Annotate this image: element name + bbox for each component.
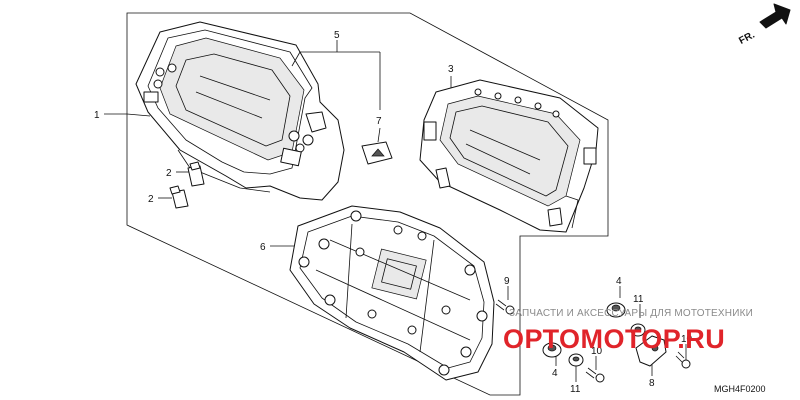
callout-4-right: 4 bbox=[616, 276, 622, 287]
watermark-tagline: ЗАПЧАСТИ И АКСЕССУАРЫ ДЛЯ МОТОТЕХНИКИ bbox=[509, 308, 753, 319]
grommet-4-left bbox=[542, 342, 562, 358]
callout-1: 1 bbox=[94, 110, 100, 121]
meter-lcd-unit bbox=[419, 79, 599, 233]
callout-5: 5 bbox=[334, 30, 340, 41]
leader-lines bbox=[104, 40, 687, 382]
screw-10-right bbox=[675, 351, 691, 369]
meter-lower-case bbox=[289, 205, 495, 381]
callout-10-right: 10 bbox=[681, 334, 693, 345]
screw-10-left bbox=[585, 367, 605, 383]
callout-10-left: 10 bbox=[591, 346, 603, 357]
meter-upper-case bbox=[135, 21, 345, 201]
watermark-brand: ОРТОМОТОР.RU bbox=[503, 324, 725, 354]
bulb-socket-lower bbox=[169, 185, 189, 209]
front-direction-arrow-icon bbox=[759, 3, 791, 29]
orientation-label: FR. bbox=[737, 29, 757, 46]
collar-11-right bbox=[630, 323, 646, 337]
callout-7: 7 bbox=[376, 116, 382, 127]
indicator-lens bbox=[361, 141, 393, 165]
callout-9: 9 bbox=[504, 276, 510, 287]
callout-3: 3 bbox=[448, 64, 454, 75]
callout-11-right: 11 bbox=[633, 294, 644, 305]
callout-4-left: 4 bbox=[552, 368, 558, 379]
callout-2-lower: 2 bbox=[148, 194, 154, 205]
assembly-boundary bbox=[126, 12, 609, 396]
bulb-socket-upper bbox=[187, 161, 205, 187]
diagram-code: MGH4F0200 bbox=[714, 384, 766, 394]
callout-8: 8 bbox=[649, 378, 655, 389]
collar-11-left bbox=[568, 353, 584, 367]
callout-6: 6 bbox=[260, 242, 266, 253]
grommet-4-right bbox=[606, 302, 626, 318]
callout-11-left: 11 bbox=[570, 384, 581, 395]
callout-2-upper: 2 bbox=[166, 168, 172, 179]
screw-9 bbox=[495, 299, 515, 315]
meter-bracket bbox=[635, 335, 667, 367]
